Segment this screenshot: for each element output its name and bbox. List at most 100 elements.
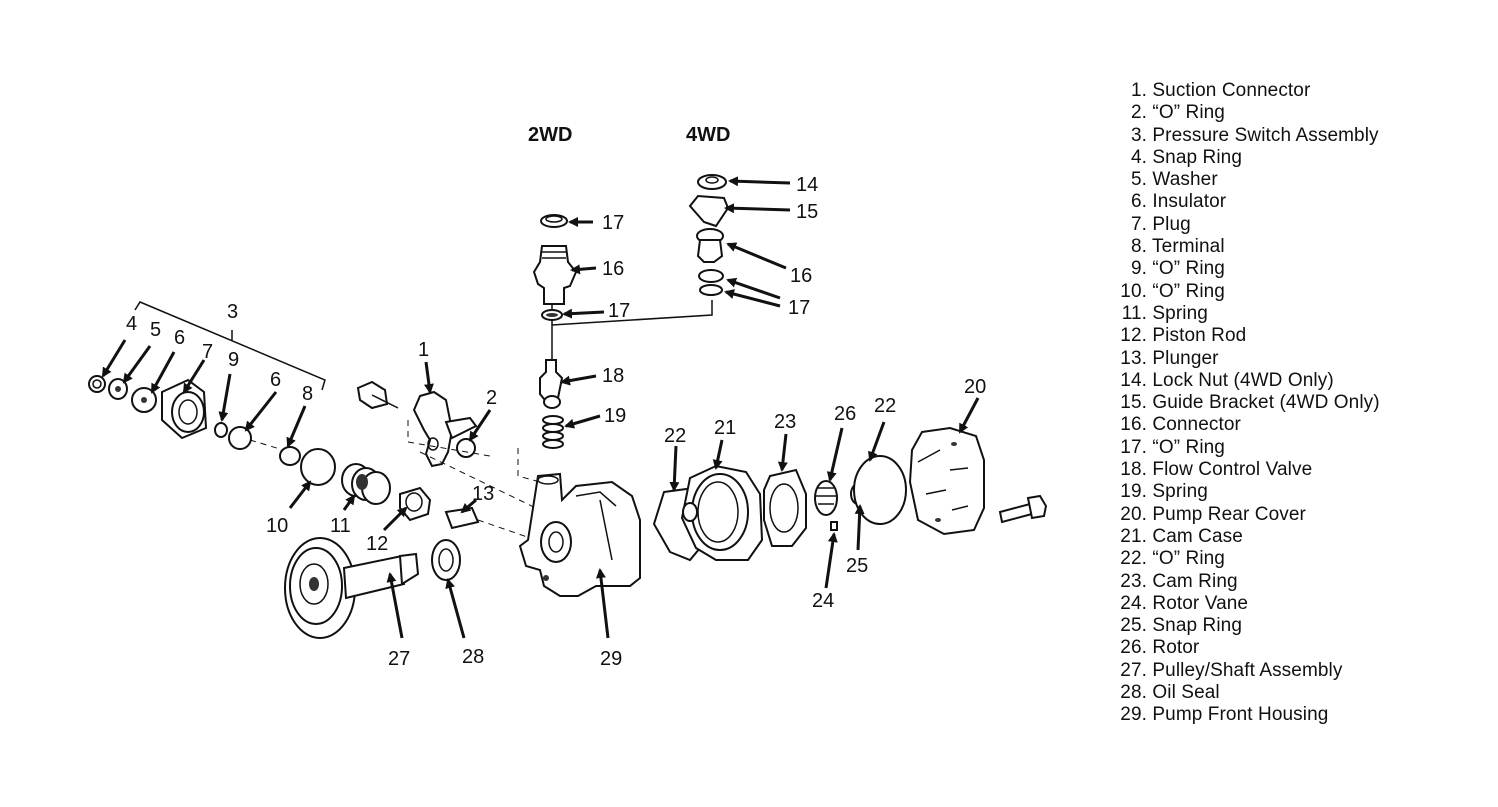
- legend-item-text: Cam Ring: [1152, 570, 1238, 592]
- legend-item-number: 11.: [1121, 302, 1147, 324]
- legend-item: 25. Snap Ring: [1112, 615, 1380, 637]
- o-ring-part-9: [214, 422, 228, 438]
- legend-item-number: 17.: [1120, 436, 1147, 458]
- pressure-switch-bracket: [134, 301, 326, 391]
- legend-item-text: Guide Bracket (4WD Only): [1152, 392, 1380, 414]
- pump-rear-cover-part-20: [908, 426, 985, 536]
- callout-22-right: 22: [874, 395, 896, 417]
- legend-item: 10. “O” Ring: [1112, 281, 1380, 303]
- legend-item-number: 15.: [1120, 392, 1147, 414]
- cam-case-part-21: [680, 464, 764, 561]
- legend-item-number: 5.: [1130, 169, 1147, 191]
- legend-item: 9. “O” Ring: [1112, 258, 1380, 280]
- legend-item-text: “O” Ring: [1152, 102, 1225, 124]
- legend-item: 17. “O” Ring: [1112, 437, 1380, 459]
- legend-item-number: 25.: [1120, 615, 1147, 637]
- washer-part-5: [108, 378, 128, 400]
- callout-17-top: 17: [602, 212, 624, 234]
- legend-item-text: Cam Case: [1152, 525, 1243, 547]
- legend-item-number: 18.: [1120, 459, 1147, 481]
- legend-item: 12. Piston Rod: [1112, 325, 1380, 347]
- legend-item-text: Plunger: [1152, 347, 1219, 369]
- legend-item: 18. Flow Control Valve: [1112, 459, 1380, 481]
- legend-item-text: Terminal: [1152, 236, 1225, 258]
- callout-7: 7: [202, 341, 213, 363]
- legend-item-text: Oil Seal: [1152, 682, 1220, 704]
- legend-item-text: “O” Ring: [1152, 548, 1225, 570]
- legend-item-text: Flow Control Valve: [1152, 459, 1313, 481]
- callout-22-left: 22: [664, 425, 686, 447]
- callout-27: 27: [388, 648, 410, 670]
- legend-item: 14. Lock Nut (4WD Only): [1112, 370, 1380, 392]
- legend-item-number: 3.: [1130, 124, 1147, 146]
- legend-item-number: 12.: [1120, 325, 1147, 347]
- legend-item-number: 21.: [1120, 525, 1147, 547]
- callout-1: 1: [418, 339, 429, 361]
- piston-rod-part-12: [399, 486, 432, 522]
- snap-ring-part-4: [88, 375, 106, 393]
- cam-ring-part-23: [763, 468, 807, 547]
- legend-item: 7. Plug: [1112, 214, 1380, 236]
- legend-item-number: 24.: [1120, 592, 1147, 614]
- legend-item: 2. “O” Ring: [1112, 102, 1380, 124]
- callout-10: 10: [266, 515, 288, 537]
- legend-item-text: Insulator: [1152, 191, 1227, 213]
- callout-9: 9: [228, 349, 239, 371]
- legend-item: 4. Snap Ring: [1112, 147, 1380, 169]
- legend-item-number: 14.: [1120, 369, 1147, 391]
- suction-connector-bolt: [356, 380, 399, 410]
- legend-item-number: 9.: [1130, 258, 1147, 280]
- legend-item-number: 27.: [1120, 659, 1147, 681]
- legend-item: 11. Spring: [1112, 303, 1380, 325]
- o-ring-part-2: [456, 438, 476, 458]
- callout-28: 28: [462, 646, 484, 668]
- callout-20: 20: [964, 376, 986, 398]
- pump-front-housing-part-29: [518, 472, 641, 597]
- pulley-shaft-part-27: [284, 537, 420, 639]
- legend-item: 1. Suction Connector: [1112, 80, 1380, 102]
- legend-item: 21. Cam Case: [1112, 526, 1380, 548]
- legend-item-text: Plug: [1152, 213, 1191, 235]
- callout-16-4wd: 16: [790, 265, 812, 287]
- callout-24: 24: [812, 590, 834, 612]
- legend-item-text: “O” Ring: [1152, 436, 1225, 458]
- o-rings-part-17-4wd: [698, 269, 724, 296]
- legend-item-number: 26.: [1120, 637, 1147, 659]
- callout-arrows: [101, 176, 980, 639]
- legend-item-number: 16.: [1120, 414, 1147, 436]
- o-ring-part-10: [300, 448, 336, 486]
- legend-item-number: 19.: [1120, 481, 1147, 503]
- legend-item-text: Pump Rear Cover: [1152, 503, 1306, 525]
- legend-item-text: Piston Rod: [1152, 325, 1247, 347]
- legend-item-text: Rotor Vane: [1152, 592, 1249, 614]
- legend-item: 8. Terminal: [1112, 236, 1380, 258]
- legend-item-text: “O” Ring: [1152, 258, 1225, 280]
- lock-nut-part-14: [697, 174, 727, 190]
- legend-item: 20. Pump Rear Cover: [1112, 504, 1380, 526]
- legend-item-number: 29.: [1120, 704, 1147, 726]
- legend-item-number: 10.: [1120, 280, 1147, 302]
- o-ring-part-22-right: [853, 455, 907, 525]
- callout-16-2wd: 16: [602, 258, 624, 280]
- callout-19: 19: [604, 405, 626, 427]
- insulator-part-6a: [131, 387, 157, 413]
- connector-part-16-2wd: [532, 245, 578, 305]
- rotor-vane-part-24: [830, 521, 838, 531]
- legend-item-number: 13.: [1120, 347, 1147, 369]
- callout-6b: 6: [270, 369, 281, 391]
- oil-seal-part-28: [431, 539, 461, 581]
- guide-bracket-part-15: [688, 194, 730, 228]
- callout-13: 13: [472, 483, 494, 505]
- legend-item: 22. “O” Ring: [1112, 548, 1380, 570]
- legend-item-number: 7.: [1130, 213, 1147, 235]
- header-2wd: 2WD: [528, 124, 572, 146]
- legend-item: 19. Spring: [1112, 481, 1380, 503]
- spring-part-11: [341, 463, 391, 505]
- legend-item: 23. Cam Ring: [1112, 571, 1380, 593]
- legend-item: 28. Oil Seal: [1112, 682, 1380, 704]
- legend-item: 16. Connector: [1112, 414, 1380, 436]
- rotor-part-26: [814, 480, 838, 516]
- legend-item-number: 1.: [1130, 80, 1147, 101]
- legend-item: 24. Rotor Vane: [1112, 593, 1380, 615]
